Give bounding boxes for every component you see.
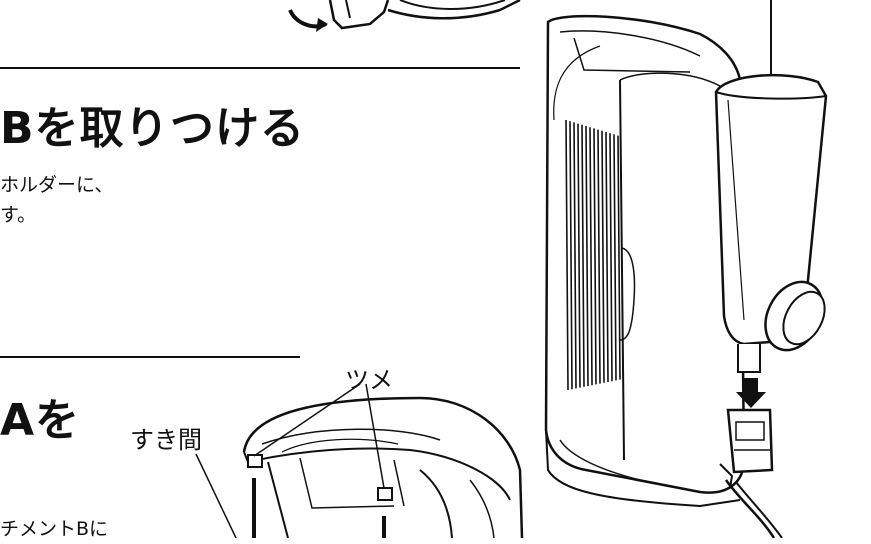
section-b-text-line1: ホルダーに、 bbox=[0, 174, 114, 196]
section-a-rule bbox=[0, 356, 300, 358]
down-arrow-icon bbox=[736, 378, 766, 408]
down-arrow-icon bbox=[252, 478, 386, 538]
section-b-heading: Bを取りつける bbox=[0, 103, 305, 154]
rotate-arrow-icon bbox=[288, 9, 328, 32]
side-vents bbox=[565, 119, 621, 391]
section-a-bottom-text: チメントBに bbox=[0, 518, 109, 540]
section-b-text-line2: す。 bbox=[0, 204, 37, 226]
section-a-heading: Aを bbox=[0, 395, 81, 446]
section-b-rule bbox=[0, 67, 520, 69]
sukima-label: すき間 bbox=[130, 426, 202, 454]
